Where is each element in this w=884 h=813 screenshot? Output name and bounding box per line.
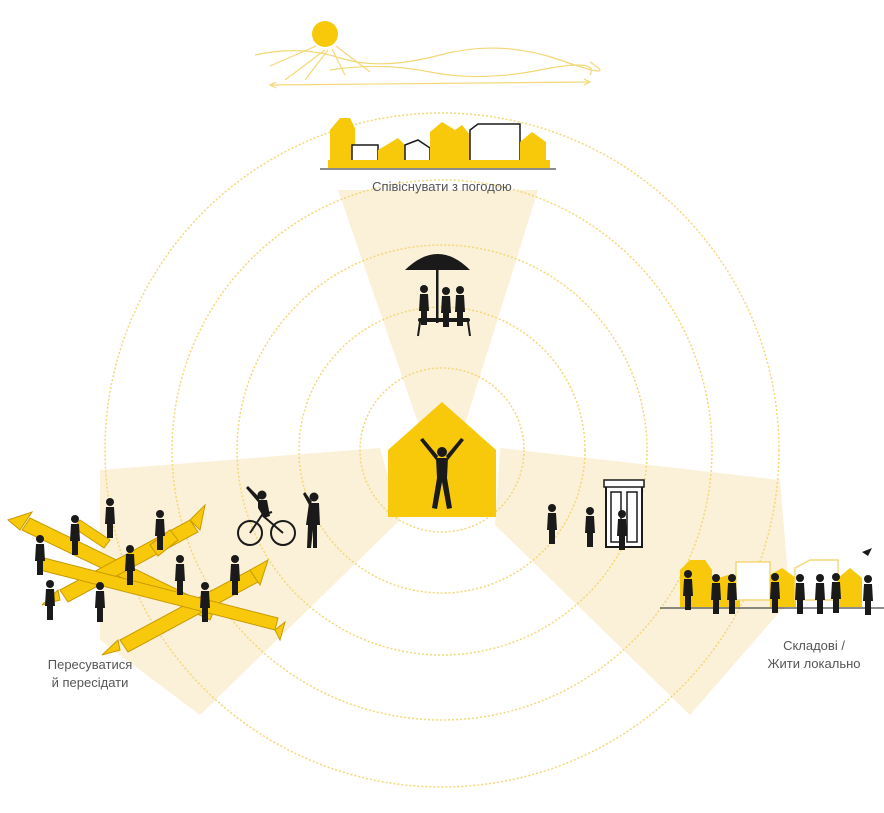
person-arms-up-icon	[420, 438, 464, 509]
crossroads-icon	[6, 498, 286, 656]
house-icon	[388, 402, 496, 517]
bicycle-icon	[237, 486, 296, 546]
label-top: Співіснувати з погодою	[0, 178, 884, 196]
label-right-line2: Жити локально	[767, 656, 861, 671]
door-icon	[603, 479, 645, 550]
ring-4	[171, 179, 713, 721]
sector-right	[495, 448, 790, 715]
ring-1	[359, 367, 525, 533]
concentric-rings	[104, 112, 780, 788]
umbrella-table-icon	[405, 254, 471, 337]
label-left-line1: Пересуватися	[47, 657, 133, 672]
label-right-line1: Складові /	[783, 638, 845, 653]
label-top-text: Співіснувати з погодою	[372, 179, 512, 194]
sun-icon	[254, 21, 601, 89]
street-houses-icon	[660, 548, 884, 615]
ring-5	[104, 112, 780, 788]
pedestrian-left-icon	[303, 492, 320, 548]
label-right: Складові / Жити локально	[744, 637, 884, 673]
label-left: Пересуватися й пересідати	[20, 656, 160, 692]
ring-3	[236, 244, 648, 656]
label-left-line2: й пересідати	[51, 675, 129, 690]
skyline-icon	[320, 118, 556, 170]
